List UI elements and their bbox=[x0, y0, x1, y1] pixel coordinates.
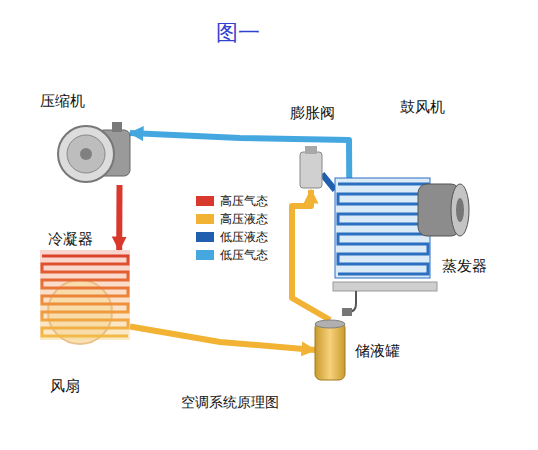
legend-text: 高压气态 bbox=[220, 193, 268, 210]
compressor-pulley bbox=[58, 126, 114, 182]
component: 风扇 bbox=[50, 290, 110, 345]
component-label: 膨胀阀 bbox=[290, 104, 335, 122]
receiver-body bbox=[315, 322, 345, 380]
component: 膨胀阀 bbox=[300, 150, 322, 190]
valve-body bbox=[300, 152, 322, 188]
legend: 高压气态高压液态低压液态低压气态 bbox=[196, 192, 268, 264]
evaporator-coil bbox=[338, 184, 428, 274]
refrigerant-pipe bbox=[322, 174, 335, 190]
legend-swatch bbox=[196, 214, 214, 224]
legend-swatch bbox=[196, 232, 214, 242]
refrigerant-pipe bbox=[116, 185, 122, 250]
blower-hub bbox=[456, 198, 464, 222]
component: 蒸发器 bbox=[335, 178, 430, 278]
figure-title: 图一 bbox=[216, 18, 260, 48]
legend-swatch bbox=[196, 250, 214, 260]
component-label: 冷凝器 bbox=[48, 230, 93, 248]
legend-row: 低压液态 bbox=[196, 228, 268, 246]
component-label: 储液罐 bbox=[355, 342, 400, 360]
legend-row: 低压气态 bbox=[196, 246, 268, 264]
receiver-cap bbox=[315, 320, 345, 328]
compressor-hub bbox=[80, 148, 92, 160]
condenser-coil bbox=[42, 256, 128, 336]
component: 压缩机 bbox=[60, 120, 130, 185]
component: 储液罐 bbox=[315, 320, 345, 380]
legend-swatch bbox=[196, 196, 214, 206]
compressor-pulley bbox=[67, 135, 105, 173]
refrigerant-pipe bbox=[292, 190, 330, 320]
sensor bbox=[342, 308, 352, 316]
legend-row: 高压气态 bbox=[196, 192, 268, 210]
legend-row: 高压液态 bbox=[196, 210, 268, 228]
component: 冷凝器 bbox=[40, 250, 130, 340]
component: 鼓风机 bbox=[415, 180, 467, 240]
component-label: 蒸发器 bbox=[442, 257, 487, 275]
compressor-fitting bbox=[112, 122, 122, 132]
component-label: 鼓风机 bbox=[400, 98, 445, 116]
condenser-body bbox=[40, 250, 130, 340]
drain-tray bbox=[333, 282, 437, 291]
legend-text: 高压液态 bbox=[220, 211, 268, 228]
evaporator-body bbox=[335, 178, 430, 278]
component-label: 风扇 bbox=[50, 377, 80, 395]
refrigerant-pipe bbox=[130, 327, 315, 351]
legend-text: 低压气态 bbox=[220, 247, 268, 264]
legend-text: 低压液态 bbox=[220, 229, 268, 246]
valve-cap bbox=[305, 146, 317, 154]
blower-face bbox=[451, 184, 469, 236]
component-label: 压缩机 bbox=[40, 92, 85, 110]
figure-caption: 空调系统原理图 bbox=[181, 394, 279, 412]
